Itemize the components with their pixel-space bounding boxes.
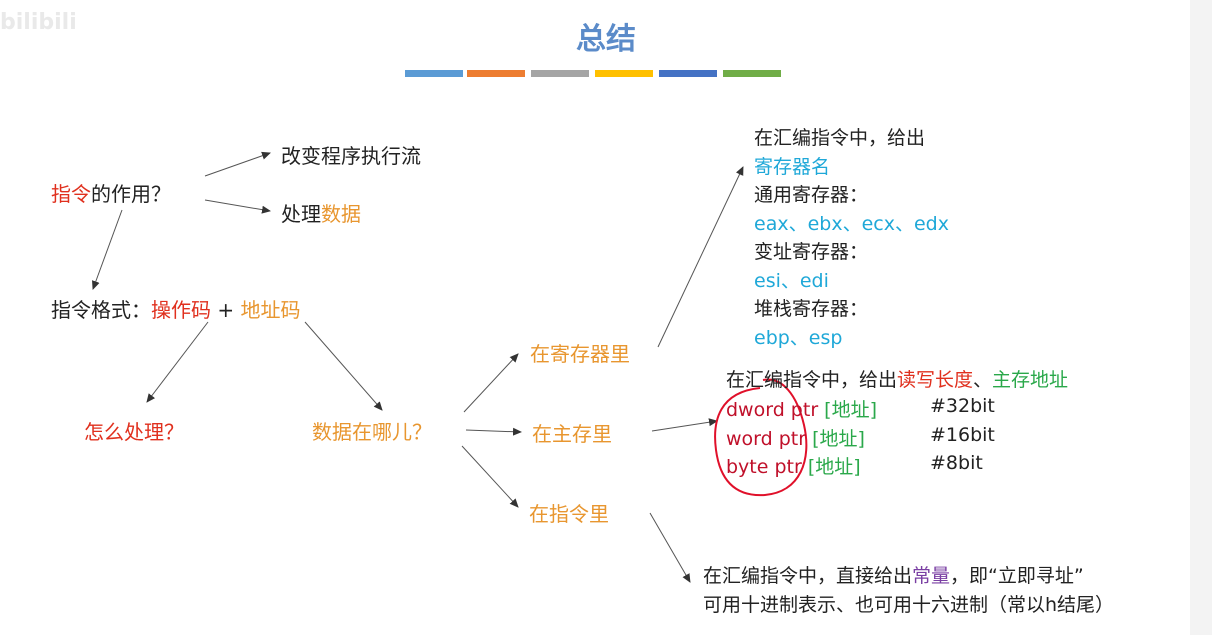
imm-line-1: 在汇编指令中，直接给出常量，即“立即寻址” [703,561,1084,588]
arrow-where-to-reg [463,353,519,413]
arrow-format-to-how [146,321,209,403]
reg-line-2: 通用寄存器： eax、ebx、ecx、edx [754,181,949,238]
mem-row-byte-bits: #8bit [930,452,983,474]
process-node: 处理数据 [281,198,361,227]
arrow-instr-to-box [649,512,691,583]
mem-row-byte: byte ptr [地址] [726,452,861,479]
process-keyword: 数据 [321,202,361,226]
slide-edge [1190,0,1212,635]
change-flow-node: 改变程序执行流 [281,144,421,168]
title-band-2 [467,70,525,77]
title-band-6 [723,70,781,77]
mem-row-byte-addr: [地址] [807,456,861,478]
mem-row-byte-ptr: byte ptr [726,456,808,478]
reg-line-4-values: ebp、esp [754,326,843,349]
reg-line-3-label: 变址寄存器： [754,241,869,263]
how-node: 怎么处理？ [84,420,184,444]
arrow-role-to-change [204,151,271,177]
format-opcode: 操作码 [151,298,211,322]
watermark: bilibili [0,10,77,35]
reg-line-3-values: esi、edi [754,269,829,292]
format-label: 指令格式： [51,298,151,322]
mem-line-1-sep: 、 [973,369,993,391]
format-address: 地址码 [240,298,301,322]
mem-row-word: word ptr [地址] [726,424,865,451]
reg-line-1: 在汇编指令中，给出寄存器名 [754,124,949,181]
arrow-role-to-process [204,199,271,214]
title-band-4 [595,70,653,77]
reg-line-1-text: 在汇编指令中，给出 [754,127,926,149]
reg-line-4: 堆栈寄存器： ebp、esp [754,295,949,352]
role-node: 指令的作用？ [51,178,171,207]
imm-line-1-keyword: 常量 [912,565,951,587]
mem-line-1-address: 主存地址 [992,369,1069,391]
mem-row-dword-ptr: dword ptr [726,399,825,421]
title-band-5 [659,70,717,77]
format-plus: + [211,298,241,322]
mem-row-word-bits: #16bit [930,424,995,446]
where-node: 数据在哪儿？ [312,420,432,444]
mem-row-word-addr: [地址] [812,428,865,450]
arrow-where-to-mem [465,427,522,436]
arrow-reg-to-box [657,166,744,348]
role-keyword: 指令 [51,182,91,206]
reg-line-2-label: 通用寄存器： [754,184,869,206]
arrow-format-to-where [304,321,383,411]
mem-line-1-length: 读写长度 [897,369,974,391]
imm-line-2: 可用十进制表示、也可用十六进制（常以h结尾） [703,594,1115,616]
reg-line-3: 变址寄存器： esi、edi [754,238,949,295]
arrow-mem-to-box [651,418,718,432]
hand-drawn-circle [714,378,808,497]
title-band-3 [531,70,589,77]
in-memory-node: 在主存里 [532,422,612,446]
in-register-node: 在寄存器里 [530,342,630,366]
format-node: 指令格式：操作码 + 地址码 [51,294,300,323]
imm-line-1-text: 在汇编指令中，直接给出 [703,565,913,587]
reg-line-1-keyword: 寄存器名 [754,155,831,178]
mem-row-dword-addr: [地址] [824,399,877,421]
slide-title: 总结 [576,22,636,57]
register-box: 在汇编指令中，给出寄存器名 通用寄存器： eax、ebx、ecx、edx 变址寄存… [754,124,949,352]
process-text: 处理 [281,202,321,226]
arrow-role-to-format [92,209,123,290]
reg-line-2-values: eax、ebx、ecx、edx [754,212,949,235]
mem-row-dword-bits: #32bit [930,395,995,417]
role-text: 的作用？ [91,182,171,206]
mem-row-dword: dword ptr [地址] [726,395,877,422]
memory-box-header: 在汇编指令中，给出读写长度、主存地址 [726,365,1068,392]
arrow-where-to-instr [461,445,519,508]
in-instruction-node: 在指令里 [529,502,609,526]
imm-line-1-tail: ，即“立即寻址” [950,565,1084,587]
mem-line-1-text: 在汇编指令中，给出 [726,369,898,391]
title-band-1 [405,70,463,77]
mem-row-word-ptr: word ptr [726,428,813,450]
reg-line-4-label: 堆栈寄存器： [754,298,869,320]
